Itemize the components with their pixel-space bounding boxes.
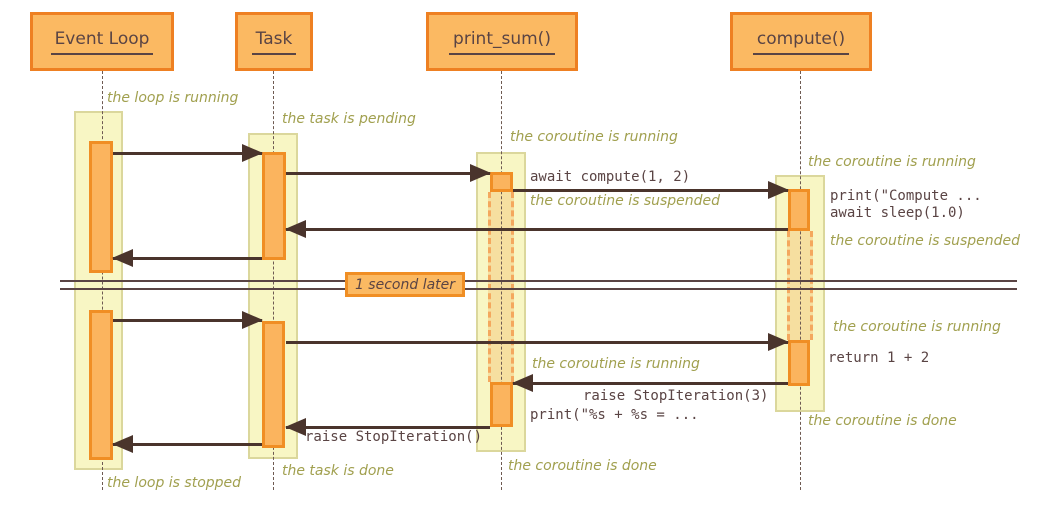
participant-compute: compute()	[730, 12, 872, 71]
participant-task: Task	[235, 12, 313, 71]
arrow-task-to-loop-done	[112, 435, 262, 453]
divider-line-top	[60, 280, 1017, 282]
state-print-sum-running-top: the coroutine is running	[510, 129, 678, 145]
code-raise-stop-3: raise StopIteration(3)	[583, 388, 769, 404]
arrow-loop-to-task-resume	[113, 311, 263, 329]
arrow-loop-to-task-run	[113, 144, 263, 162]
arrow-print-sum-raise-stop	[285, 418, 490, 436]
code-print-compute: print("Compute ...	[830, 188, 982, 204]
code-await-compute: await compute(1, 2)	[530, 169, 691, 185]
arrow-task-to-loop-return	[112, 249, 262, 267]
arrow-compute-suspend-return	[285, 220, 788, 238]
execution-event-loop-top	[89, 141, 113, 273]
participant-label: print_sum()	[449, 29, 555, 55]
arrow-print-sum-await-compute	[513, 181, 789, 199]
execution-task-top	[262, 152, 286, 260]
code-await-sleep: await sleep(1.0)	[830, 205, 965, 221]
execution-print-sum-bottom	[490, 382, 513, 427]
state-loop-running: the loop is running	[107, 90, 239, 106]
state-print-sum-running-bottom: the coroutine is running	[532, 356, 700, 372]
code-print-result: print("%s + %s = ...	[530, 407, 699, 423]
state-task-done: the task is done	[282, 463, 394, 479]
state-compute-done: the coroutine is done	[808, 413, 957, 429]
state-print-sum-suspended: the coroutine is suspended	[530, 193, 721, 209]
code-return-sum: return 1 + 2	[828, 350, 930, 366]
execution-event-loop-bottom	[89, 310, 113, 460]
participant-print-sum: print_sum()	[426, 12, 578, 71]
code-raise-stop: raise StopIteration()	[305, 429, 483, 445]
divider-label-box: 1 second later	[345, 272, 465, 297]
execution-task-bottom	[262, 321, 285, 448]
participant-label: Event Loop	[50, 29, 154, 55]
arrow-task-to-print-sum	[286, 164, 491, 182]
participant-event-loop: Event Loop	[30, 12, 174, 71]
execution-compute-top	[788, 189, 810, 231]
execution-compute-bottom	[788, 340, 810, 386]
state-compute-suspended: the coroutine is suspended	[830, 233, 1021, 249]
state-print-sum-done: the coroutine is done	[508, 458, 657, 474]
state-task-pending: the task is pending	[282, 111, 416, 127]
divider-label: 1 second later	[354, 276, 456, 293]
state-loop-stopped: the loop is stopped	[107, 475, 242, 491]
participant-label: Task	[251, 29, 297, 55]
arrow-compute-raise-stop	[512, 374, 788, 392]
arrow-task-to-compute-resume	[286, 333, 789, 351]
state-compute-running-bottom: the coroutine is running	[833, 319, 1001, 335]
participant-label: compute()	[752, 29, 850, 55]
state-compute-running-top: the coroutine is running	[808, 154, 976, 170]
execution-print-sum-top	[490, 172, 513, 192]
divider-line-bottom	[60, 288, 1017, 290]
